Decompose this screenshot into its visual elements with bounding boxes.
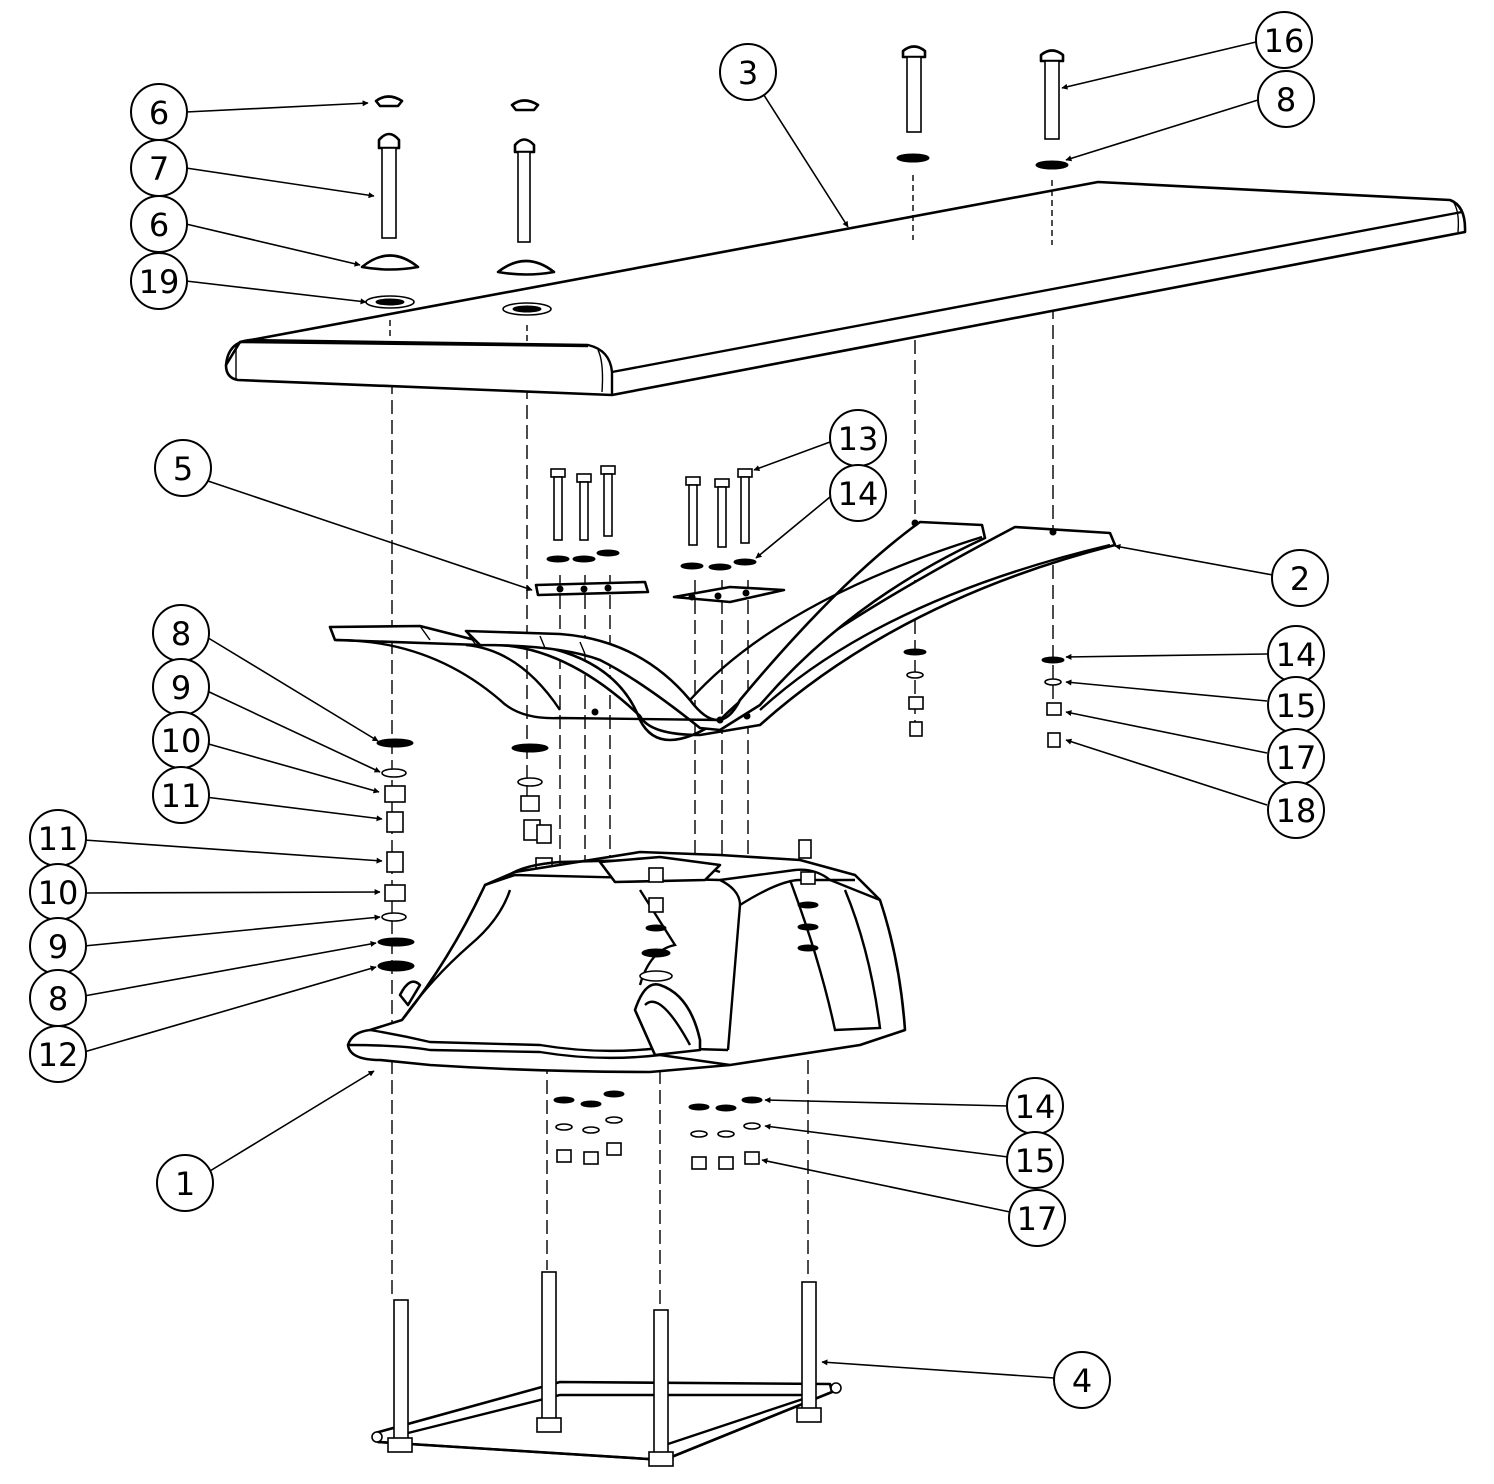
svg-text:14: 14 (1015, 1088, 1056, 1126)
balloon-8-left: 8 (152, 604, 210, 662)
clamp-plates (534, 580, 786, 604)
anchor-frame (371, 1271, 842, 1467)
bolts-13 (546, 465, 757, 571)
balloon-6-top: 6 (130, 83, 188, 141)
svg-text:5: 5 (173, 450, 193, 488)
balloon-14-bottom: 14 (1006, 1077, 1064, 1135)
svg-text:19: 19 (139, 263, 180, 301)
balloon-11-lower: 11 (29, 809, 87, 867)
svg-text:12: 12 (38, 1036, 79, 1074)
balloon-15-right: 15 (1267, 676, 1325, 734)
svg-text:11: 11 (161, 777, 202, 815)
svg-text:2: 2 (1290, 560, 1310, 598)
svg-text:14: 14 (838, 475, 879, 513)
balloon-17-bottom: 17 (1008, 1189, 1066, 1247)
balloon-13: 13 (829, 409, 887, 467)
svg-text:8: 8 (1276, 81, 1296, 119)
balloon-2: 2 (1271, 549, 1329, 607)
svg-text:6: 6 (149, 206, 169, 244)
balloon-14-top: 14 (829, 464, 887, 522)
balloon-3: 3 (719, 43, 777, 101)
svg-text:1: 1 (175, 1165, 195, 1203)
svg-text:6: 6 (149, 94, 169, 132)
leader-lines (83, 41, 1274, 1379)
balloon-6-bottom: 6 (130, 195, 188, 253)
svg-text:9: 9 (171, 669, 191, 707)
base-bottom-hardware (553, 1090, 763, 1170)
svg-text:16: 16 (1264, 22, 1305, 60)
handle-bolts (360, 95, 556, 345)
balloon-8-lower: 8 (29, 969, 87, 1027)
balloon-5: 5 (154, 439, 212, 497)
balloon-9-lower: 9 (29, 917, 87, 975)
svg-text:15: 15 (1015, 1142, 1056, 1180)
balloon-12: 12 (29, 1025, 87, 1083)
balloon-8-top: 8 (1257, 70, 1315, 128)
svg-text:17: 17 (1276, 739, 1317, 777)
svg-text:10: 10 (38, 874, 79, 912)
svg-text:8: 8 (171, 615, 191, 653)
balloon-19: 19 (130, 252, 188, 310)
balloon-14-right: 14 (1267, 625, 1325, 683)
balloon-10-left: 10 (152, 711, 210, 769)
svg-text:4: 4 (1072, 1362, 1092, 1400)
left-stack-hardware (376, 738, 553, 972)
balloon-9-left: 9 (152, 658, 210, 716)
base-housing (346, 839, 907, 1074)
balloon-7: 7 (130, 139, 188, 197)
diving-board-plank (224, 180, 1467, 397)
balloon-15-bottom: 15 (1006, 1131, 1064, 1189)
svg-text:13: 13 (838, 420, 879, 458)
balloon-4: 4 (1053, 1351, 1111, 1409)
svg-text:18: 18 (1276, 792, 1317, 830)
svg-text:15: 15 (1276, 687, 1317, 725)
balloons: 6 7 6 19 3 16 8 13 14 5 2 14 15 17 18 8 … (29, 11, 1329, 1409)
balloon-16: 16 (1255, 11, 1313, 69)
balloon-1: 1 (156, 1154, 214, 1212)
svg-text:11: 11 (38, 820, 79, 858)
balloon-11-left: 11 (152, 766, 210, 824)
balloon-10-lower: 10 (29, 863, 87, 921)
svg-text:17: 17 (1017, 1200, 1058, 1238)
svg-text:14: 14 (1276, 636, 1317, 674)
svg-text:3: 3 (738, 54, 758, 92)
svg-text:8: 8 (48, 980, 68, 1018)
right-spring-hardware (903, 648, 1065, 748)
spring-board-assembly (328, 519, 1117, 742)
svg-text:9: 9 (48, 928, 68, 966)
svg-text:7: 7 (149, 150, 169, 188)
carriage-bolts-16 (896, 45, 1069, 245)
balloon-17-right: 17 (1267, 728, 1325, 786)
balloon-18: 18 (1267, 781, 1325, 839)
svg-text:10: 10 (161, 722, 202, 760)
